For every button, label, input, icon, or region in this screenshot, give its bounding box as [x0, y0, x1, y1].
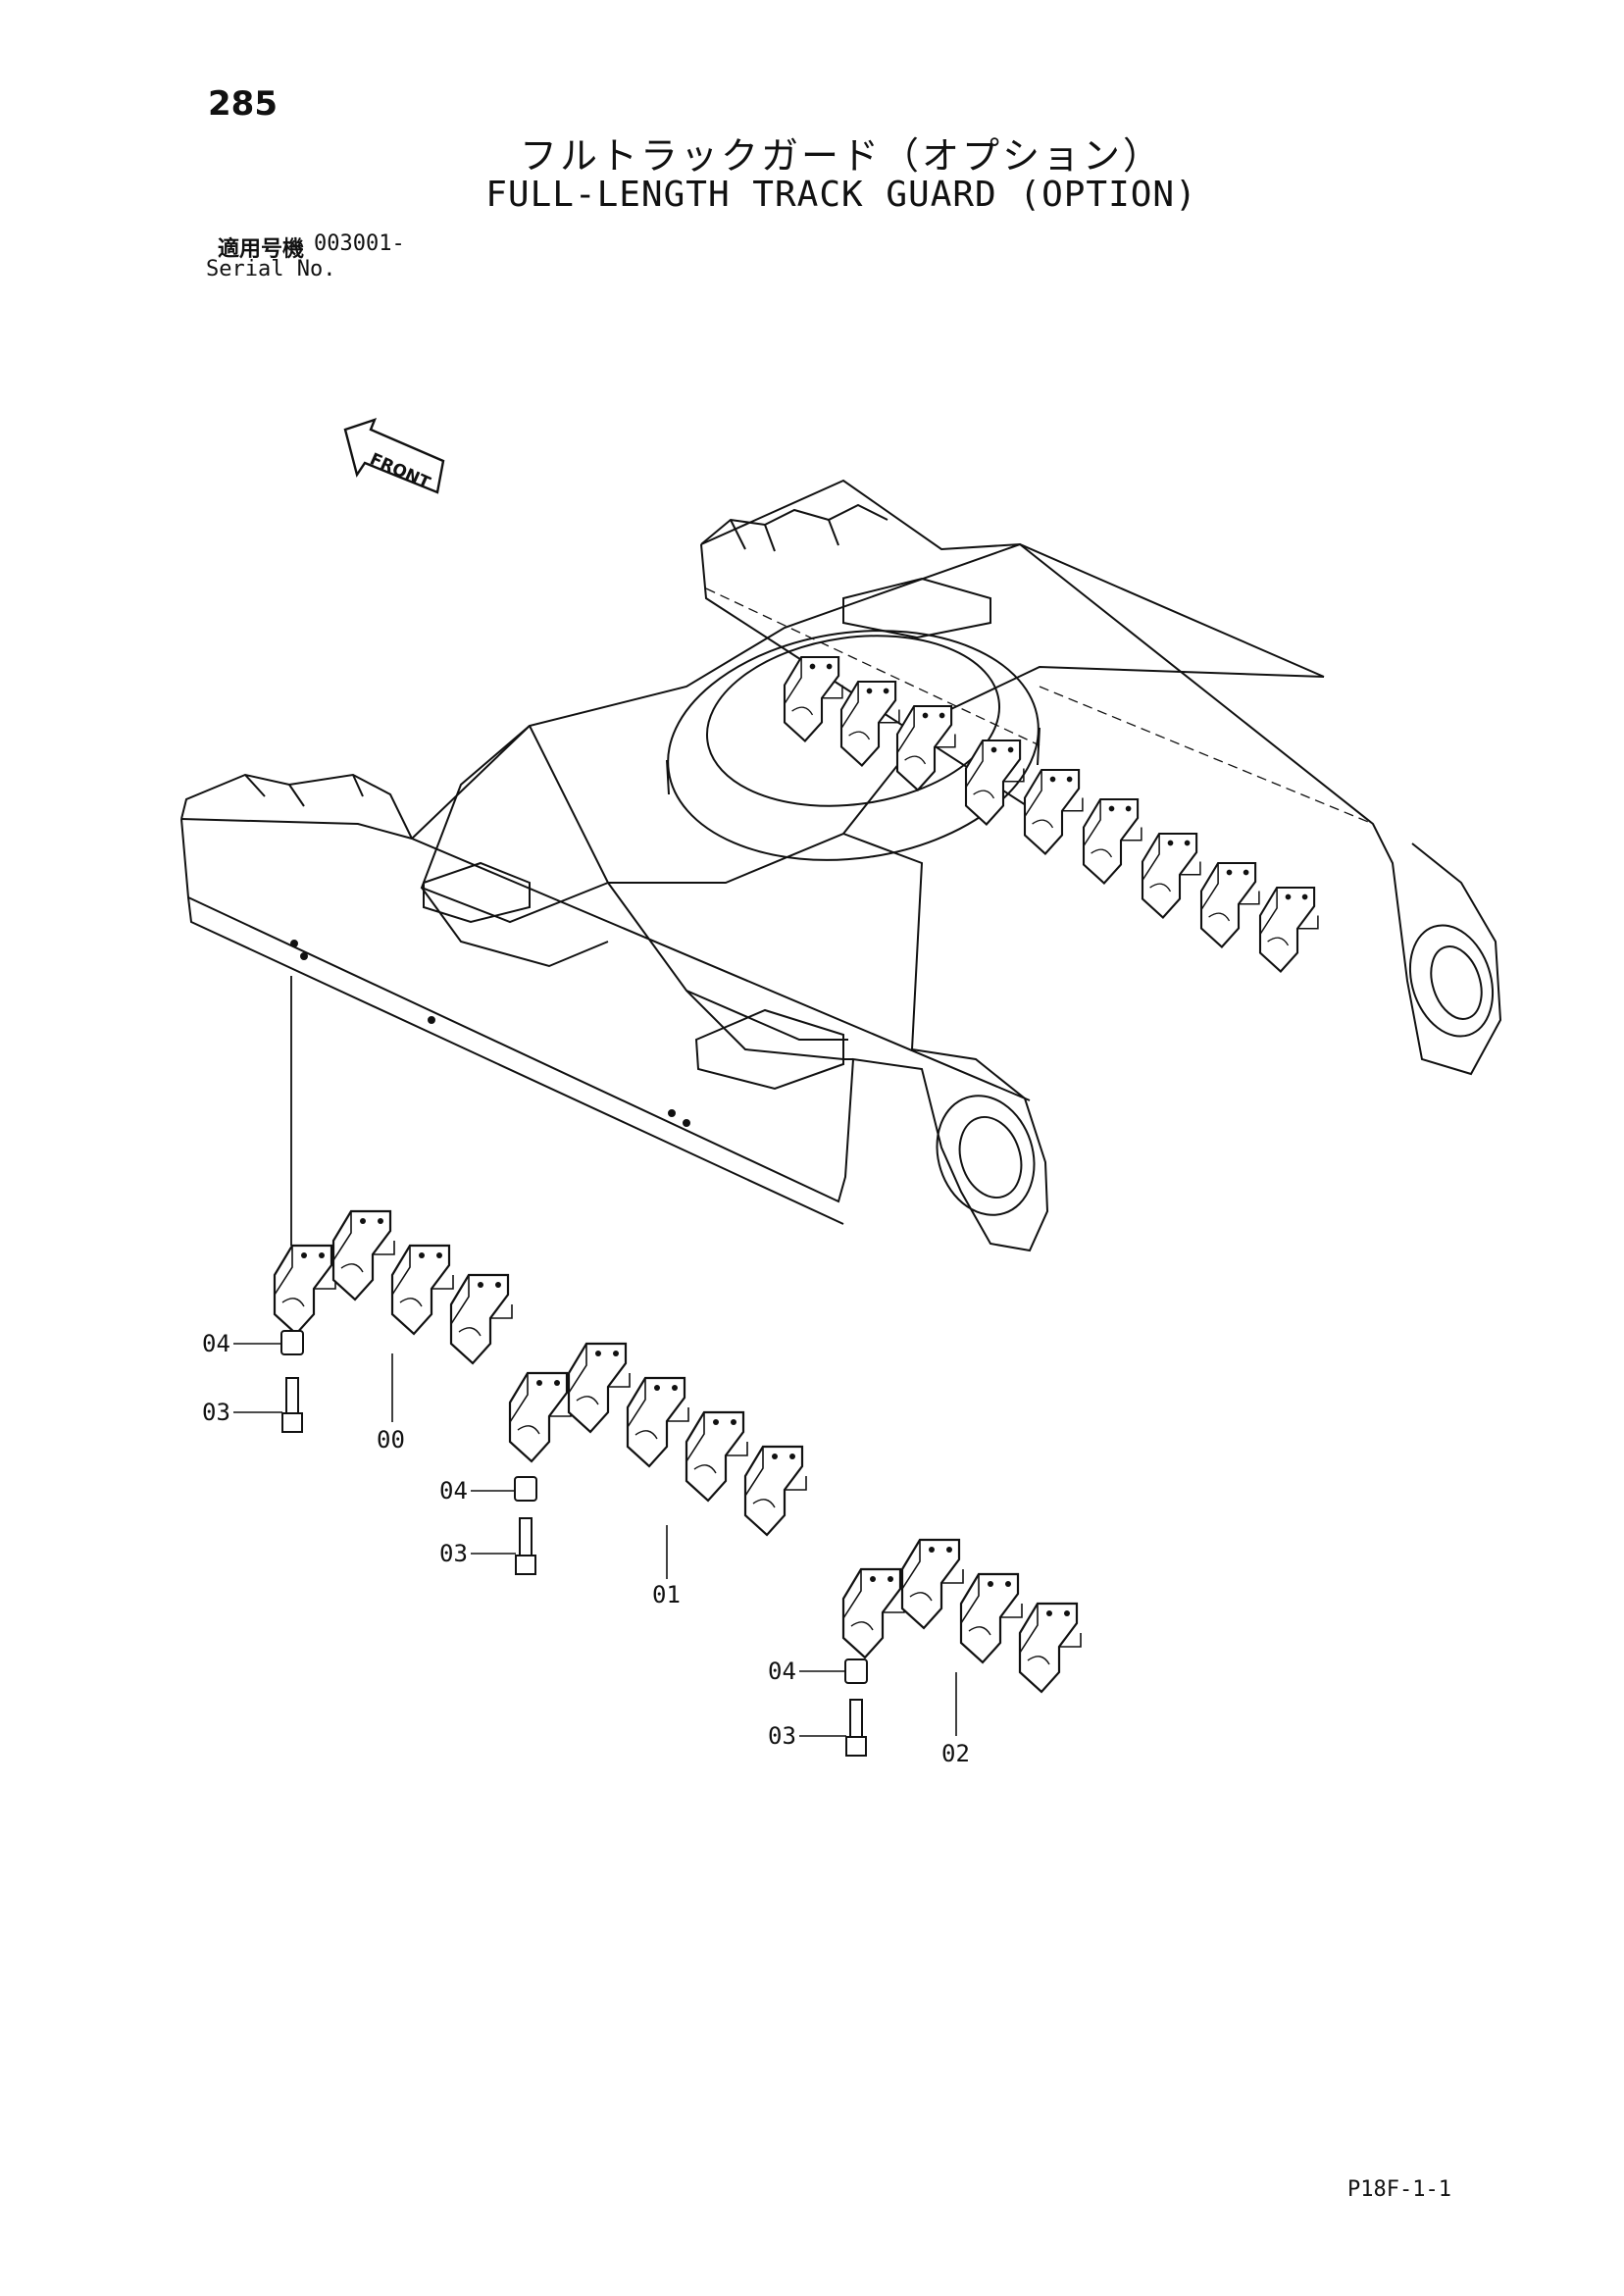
serial-label-japanese: 適用号機	[218, 237, 305, 262]
track-frame	[180, 479, 1502, 1252]
drawing-code: P18F-1-1	[1347, 2177, 1451, 2202]
title-english: FULL-LENGTH TRACK GUARD (OPTION)	[485, 175, 1197, 215]
serial-label-english: Serial No.	[206, 257, 336, 281]
callout-02: 02	[941, 1740, 970, 1767]
mounted-track-guards	[783, 655, 1319, 973]
callout-03-b: 03	[439, 1540, 468, 1567]
serial-number-value: 003001-	[314, 231, 405, 256]
callout-03-a: 03	[202, 1399, 230, 1426]
callout-03-c: 03	[768, 1722, 796, 1750]
title-japanese: フルトラックガード（オプション）	[519, 134, 1163, 178]
callout-leaders	[233, 1343, 957, 1737]
bushing-04-icon	[280, 1330, 868, 1684]
callout-01: 01	[652, 1581, 681, 1608]
bolt-03-icon	[281, 1377, 867, 1757]
page-number: 285	[208, 84, 278, 124]
callout-04-b: 04	[439, 1477, 468, 1505]
callout-04-c: 04	[768, 1658, 796, 1685]
callout-04-a: 04	[202, 1330, 230, 1357]
track-guard-00	[273, 1209, 514, 1365]
callout-00: 00	[377, 1426, 405, 1454]
track-guard-02	[841, 1538, 1083, 1694]
track-guard-01	[508, 1342, 808, 1537]
front-arrow-icon: FRONT	[343, 418, 445, 494]
